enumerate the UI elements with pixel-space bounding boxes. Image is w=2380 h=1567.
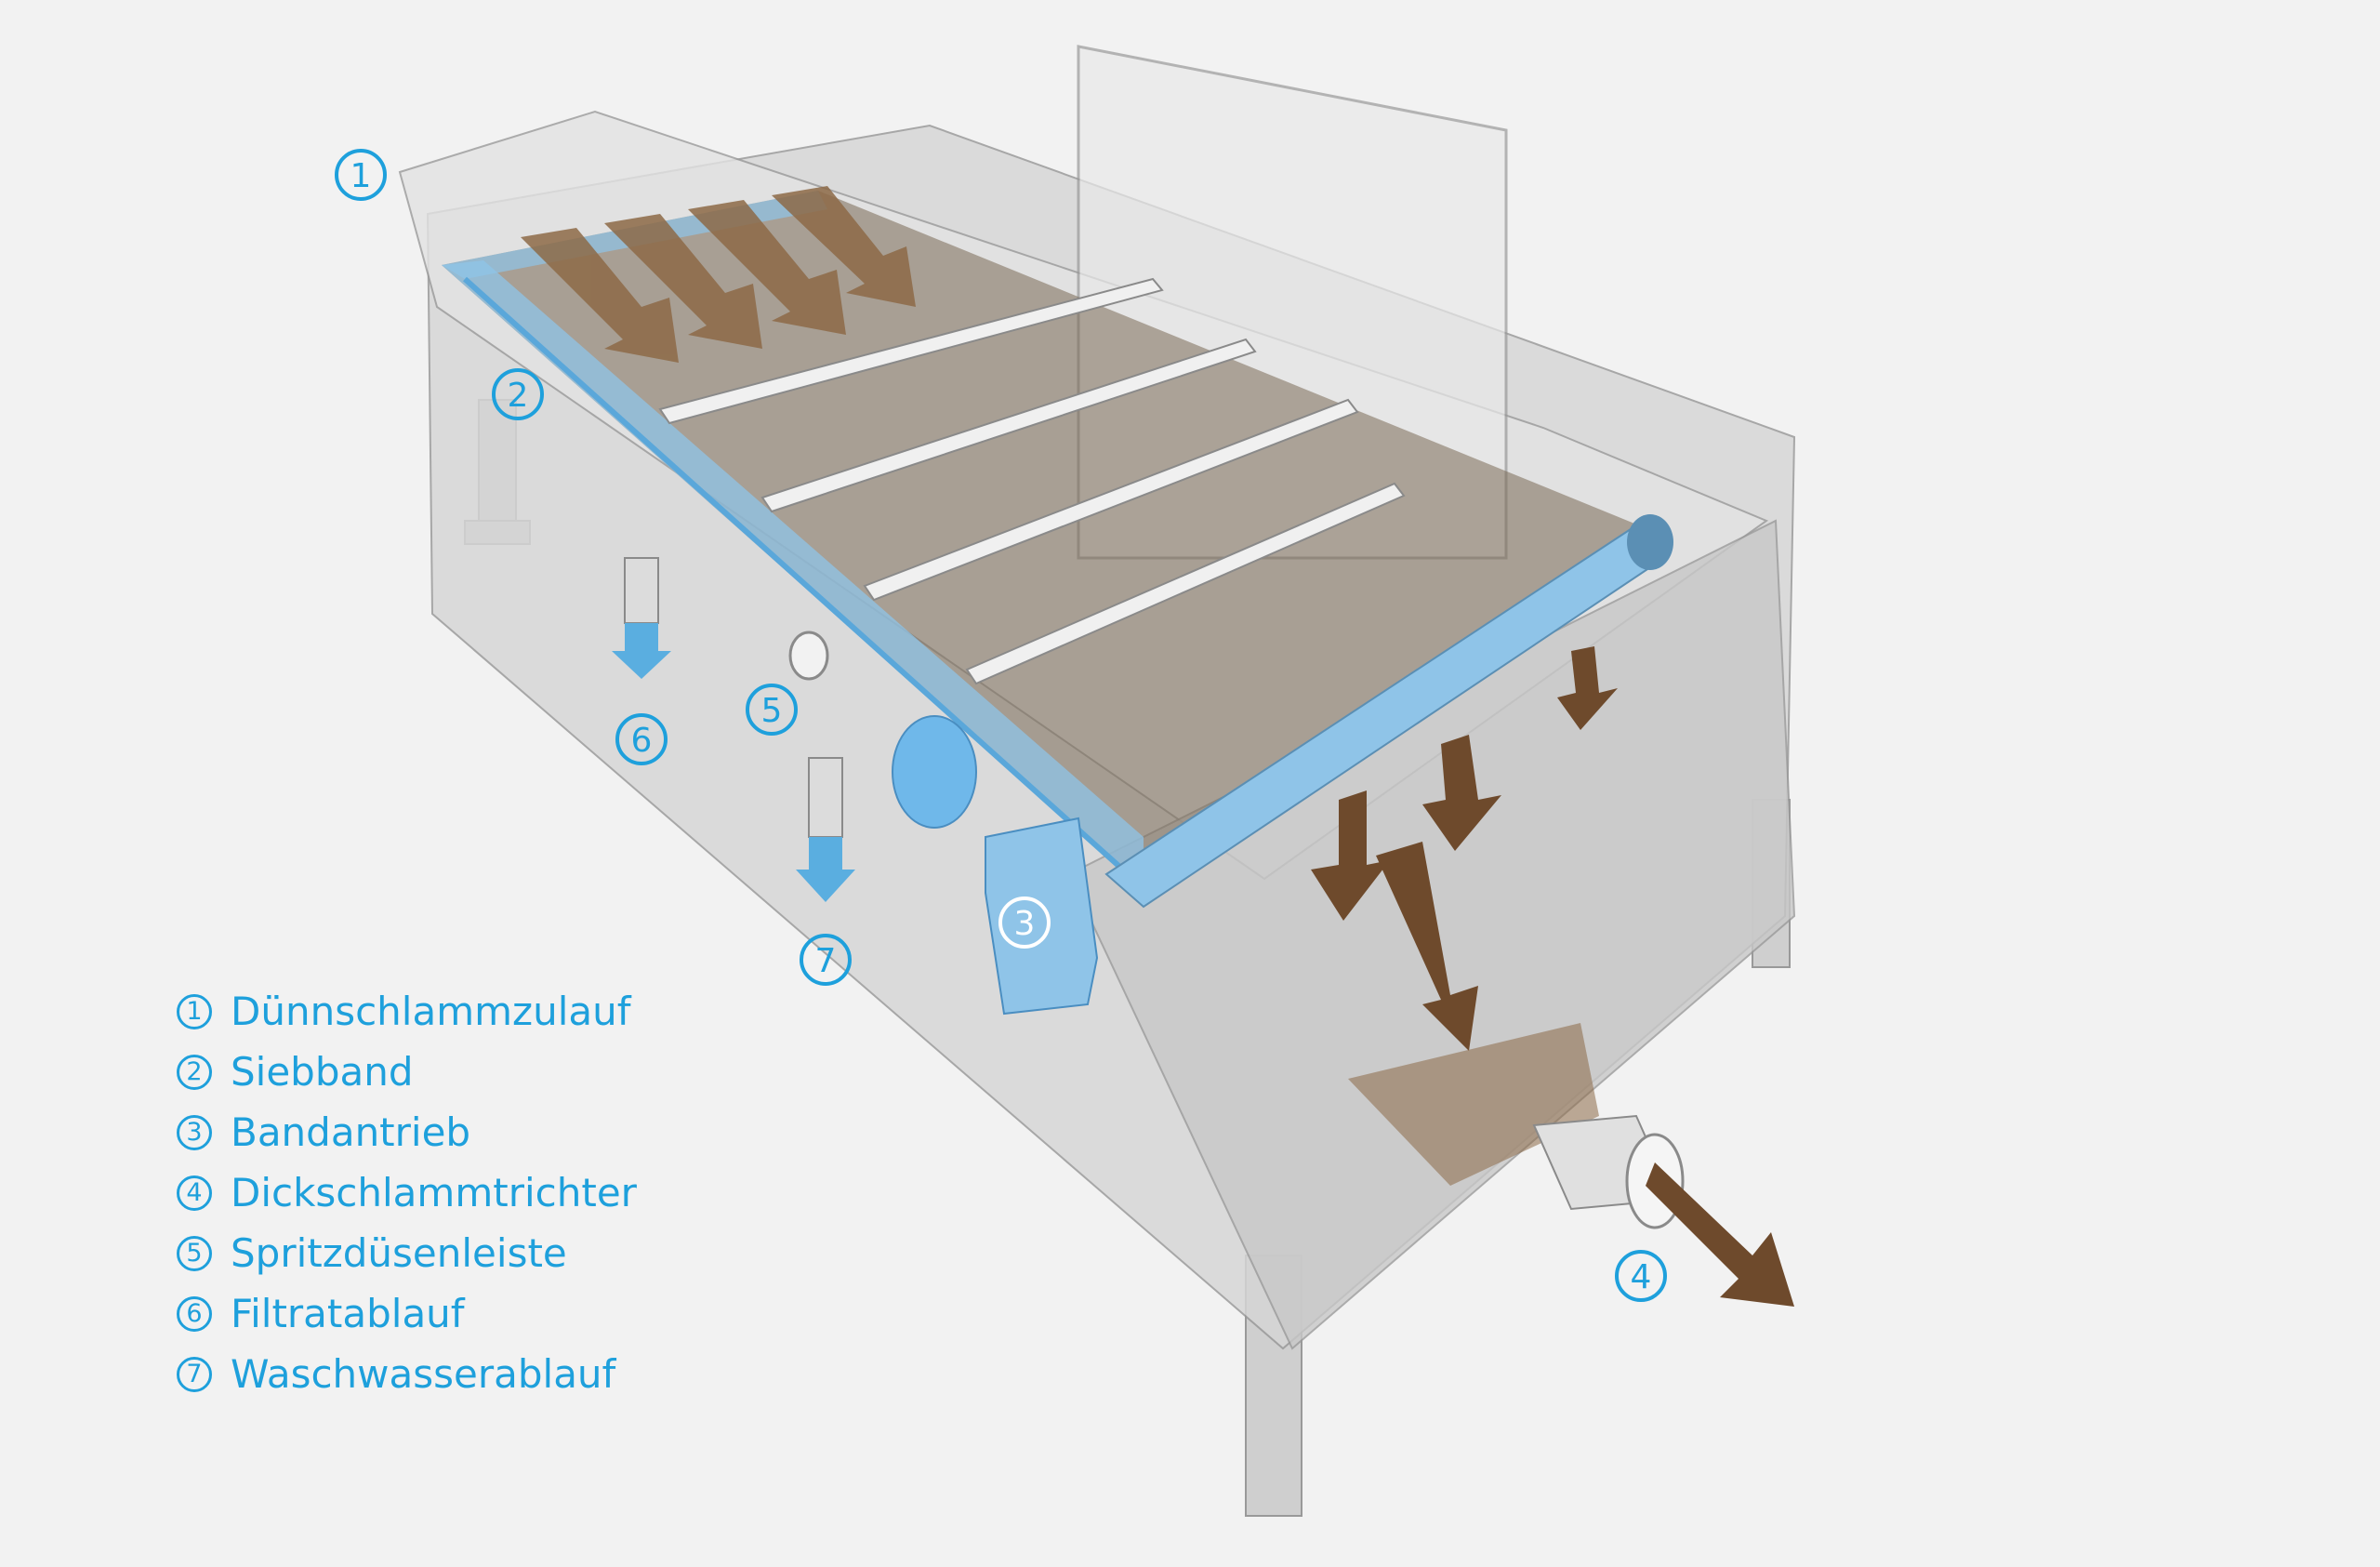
legend-label: Spritzdüsenleiste (231, 1230, 567, 1276)
legend-label: Filtratablauf (231, 1291, 465, 1336)
legend-item: 2 Siebband (177, 1042, 637, 1102)
legend-item: 5 Spritzdüsenleiste (177, 1223, 637, 1283)
legend-number: 5 (177, 1235, 212, 1271)
thick-sludge-arrows (1311, 646, 1618, 1051)
legend-item: 7 Waschwasserablauf (177, 1344, 637, 1404)
legend-number: 4 (177, 1175, 212, 1211)
outlet-pipe (1532, 1114, 1794, 1307)
spray-bars (658, 277, 1406, 685)
callout-7: 7 (800, 934, 852, 986)
legend-item: 4 Dickschlammtrichter (177, 1162, 637, 1223)
legend: 1 Dünnschlammzulauf 2 Siebband 3 Bandant… (177, 981, 637, 1404)
legend-number: 2 (177, 1054, 212, 1090)
legend-item: 6 Filtratablauf (177, 1283, 637, 1344)
legend-number: 3 (177, 1114, 212, 1150)
legend-number: 6 (177, 1295, 212, 1332)
legend-item: 3 Bandantrieb (177, 1102, 637, 1162)
callout-5: 5 (746, 684, 798, 736)
belt-drive (892, 715, 1099, 1016)
legend-number: 1 (177, 993, 212, 1029)
svg-text:6: 6 (631, 722, 653, 760)
legend-item: 1 Dünnschlammzulauf (177, 981, 637, 1042)
callout-3: 3 (998, 896, 1051, 949)
legend-label: Dünnschlammzulauf (231, 989, 631, 1034)
legend-number: 7 (177, 1356, 212, 1392)
svg-text:5: 5 (761, 692, 783, 730)
callout-4: 4 (1615, 1250, 1667, 1302)
callout-markers: 1 2 3 4 5 6 7 (335, 149, 1667, 1302)
discharge-roller (1104, 514, 1673, 909)
drain-outlets (612, 557, 855, 902)
legend-label: Waschwasserablauf (231, 1351, 616, 1397)
svg-text:7: 7 (815, 942, 837, 980)
feed-sludge-arrows (521, 186, 916, 363)
legend-label: Siebband (231, 1049, 414, 1095)
legend-label: Bandantrieb (231, 1109, 471, 1155)
svg-text:4: 4 (1631, 1258, 1652, 1296)
svg-text:1: 1 (350, 157, 372, 195)
hopper-floor (1348, 1023, 1599, 1186)
callout-2: 2 (492, 368, 544, 420)
callout-1: 1 (335, 149, 387, 201)
legend-label: Dickschlammtrichter (231, 1170, 637, 1215)
svg-text:2: 2 (508, 377, 529, 415)
callout-6: 6 (615, 713, 668, 765)
svg-text:3: 3 (1014, 905, 1036, 943)
